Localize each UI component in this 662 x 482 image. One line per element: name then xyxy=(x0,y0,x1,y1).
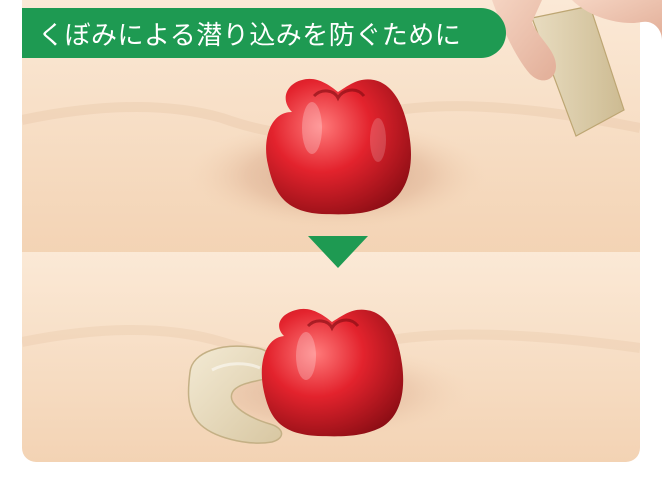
cushion-pad-held xyxy=(531,5,625,137)
after-illustration-panel xyxy=(22,252,640,462)
apple-bottom xyxy=(261,308,404,437)
down-triangle-arrow-icon xyxy=(308,236,368,268)
title-banner: くぼみによる潜り込みを防ぐために xyxy=(22,8,506,58)
title-text: くぼみによる潜り込みを防ぐために xyxy=(38,20,462,51)
hand-holding-cushion xyxy=(492,0,662,137)
thumb xyxy=(572,0,662,40)
cushion-pad xyxy=(187,345,283,444)
after-illustration xyxy=(22,252,640,462)
finger xyxy=(492,0,556,81)
apple-top xyxy=(266,78,411,215)
